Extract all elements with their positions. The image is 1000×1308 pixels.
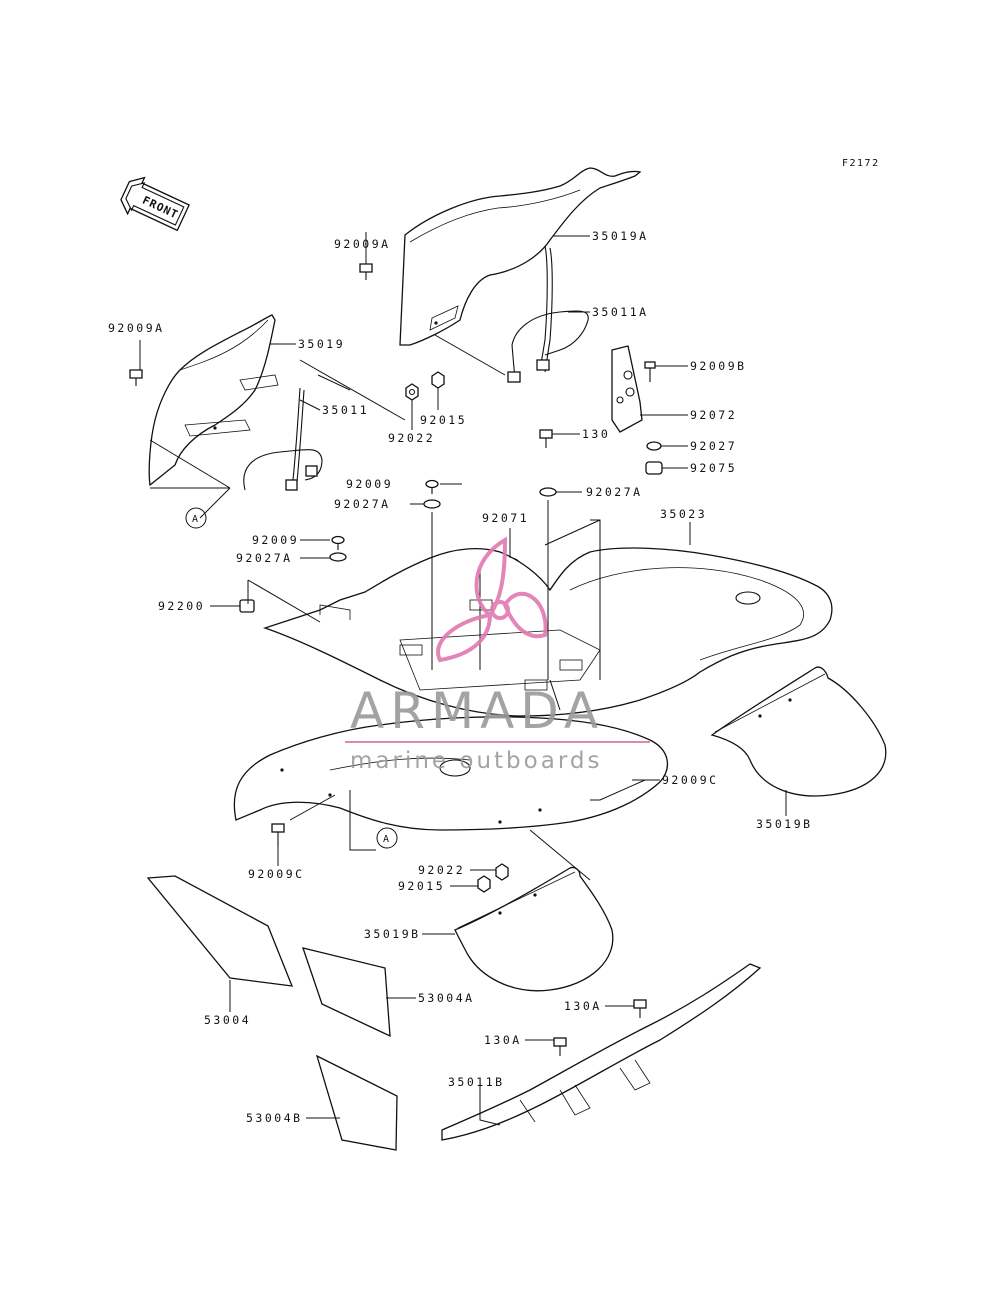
part-label-92009c-left: 92009C [248, 867, 305, 881]
part-label-92072: 92072 [690, 408, 737, 422]
fender-panel-35019 [148, 314, 279, 487]
part-label-92027: 92027 [690, 439, 737, 453]
part-label-53004: 53004 [204, 1013, 251, 1027]
part-label-92009b: 92009B [690, 359, 747, 373]
part-labels: 35019A 92009A 35011A 92009A 35019 35011 … [108, 229, 813, 1125]
part-label-92200: 92200 [158, 599, 205, 613]
part-label-92022-top: 92022 [388, 431, 435, 445]
part-label-53004a: 53004A [418, 991, 475, 1005]
callout-a-lower-letter: A [383, 834, 389, 845]
part-label-35019b-bottom: 35019B [364, 927, 421, 941]
figure-code: F2172 [842, 158, 880, 169]
part-label-130a-right: 130A [564, 999, 602, 1013]
mud-flap-right [710, 666, 887, 797]
part-label-92009a-left: 92009A [108, 321, 165, 335]
guard-35011b [441, 963, 762, 1141]
bracket-35011a [507, 245, 589, 383]
callout-a-left-letter: A [192, 514, 198, 525]
front-fender [233, 716, 669, 831]
watermark-tagline: marine outboards [350, 748, 602, 774]
bracket-92072 [611, 345, 643, 433]
part-label-92009-mid: 92009 [346, 477, 393, 491]
part-label-35019a: 35019A [592, 229, 649, 243]
part-label-92015-bottom: 92015 [398, 879, 445, 893]
part-label-92009-left: 92009 [252, 533, 299, 547]
part-label-92027a-left: 92027A [236, 551, 293, 565]
part-label-92075: 92075 [690, 461, 737, 475]
part-label-35023: 35023 [660, 507, 707, 521]
part-label-92009a-top: 92009A [334, 237, 391, 251]
part-label-130: 130 [582, 427, 610, 441]
leader-lines [139, 232, 787, 1126]
part-label-35011b: 35011B [448, 1075, 505, 1089]
bracket-35011 [243, 387, 323, 491]
part-label-35011a: 35011A [592, 305, 649, 319]
fender-panel-35019a [399, 167, 642, 346]
watermark: ARMADA marine outboards [345, 536, 650, 774]
part-label-35019: 35019 [298, 337, 345, 351]
part-label-53004b: 53004B [246, 1111, 303, 1125]
part-label-92071: 92071 [482, 511, 529, 525]
decals [146, 875, 398, 1151]
front-arrow: FRONT [120, 176, 190, 232]
mud-flap-bottom [454, 866, 614, 992]
part-label-92015-top: 92015 [420, 413, 467, 427]
watermark-brand: ARMADA [350, 682, 604, 740]
part-label-92009c-right: 92009C [662, 773, 719, 787]
part-label-35011: 35011 [322, 403, 369, 417]
part-label-35019b-right: 35019B [756, 817, 813, 831]
callout-a-lower: A [376, 827, 398, 849]
part-label-92027a-mid: 92027A [334, 497, 391, 511]
propeller-logo [436, 536, 548, 663]
callout-a-left: A [185, 507, 207, 529]
part-label-92022-bottom: 92022 [418, 863, 465, 877]
part-label-92027a-right: 92027A [586, 485, 643, 499]
part-label-130a-left: 130A [484, 1033, 522, 1047]
